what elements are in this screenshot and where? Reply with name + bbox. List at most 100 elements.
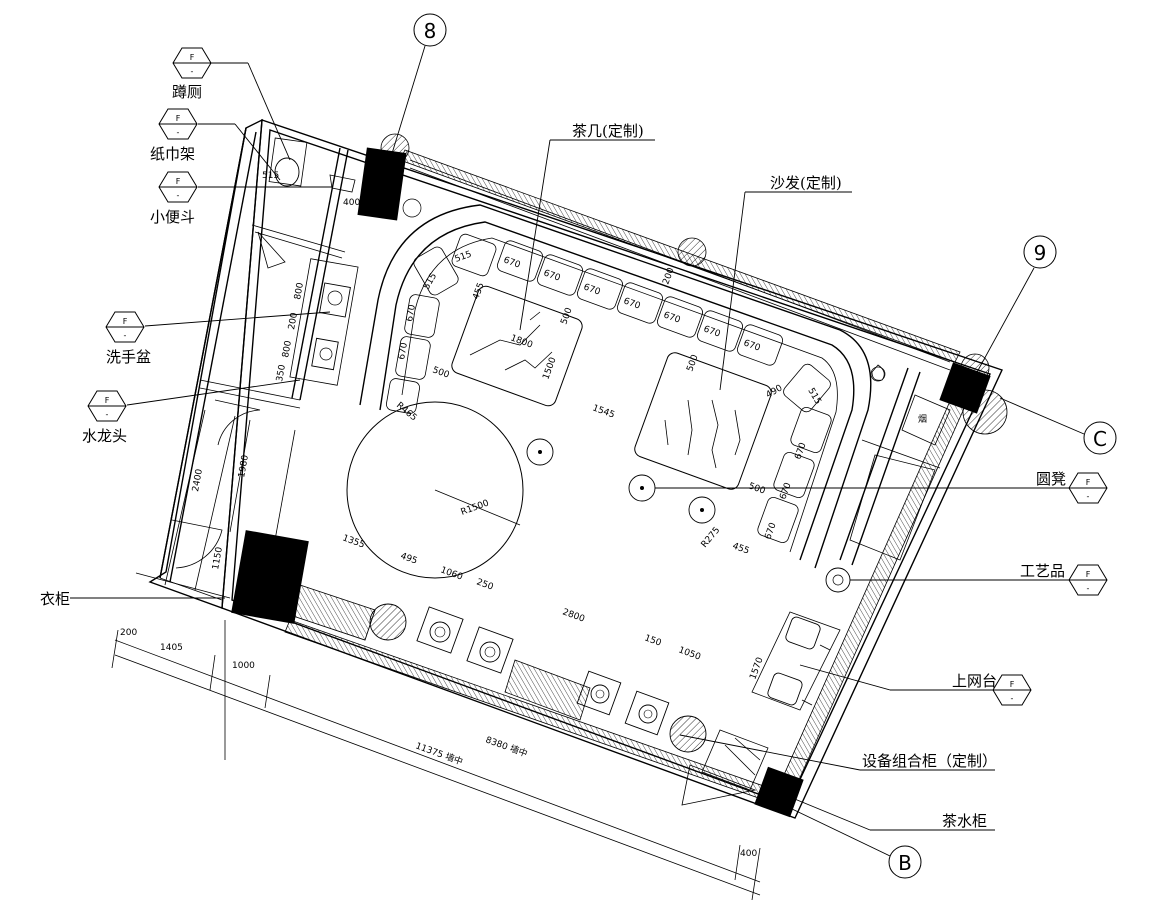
svg-text:-: - xyxy=(106,410,109,419)
svg-text:670: 670 xyxy=(502,255,522,270)
axis-8: 8 xyxy=(389,13,447,161)
bottom-dimensions xyxy=(111,620,761,900)
svg-text:495: 495 xyxy=(399,551,419,566)
svg-text:670: 670 xyxy=(397,342,410,361)
svg-text:670: 670 xyxy=(582,282,602,297)
svg-text:-: - xyxy=(191,67,194,76)
svg-text:515: 515 xyxy=(422,272,439,292)
svg-text:1060: 1060 xyxy=(439,565,464,582)
wardrobe-zone xyxy=(164,409,296,591)
restroom xyxy=(171,137,359,569)
label-towel: 纸巾架 xyxy=(150,145,195,163)
axis-b: B xyxy=(789,807,922,879)
svg-text:250: 250 xyxy=(475,577,495,592)
svg-text:1355: 1355 xyxy=(341,533,366,550)
svg-text:1000: 1000 xyxy=(232,661,255,671)
svg-text:R275: R275 xyxy=(700,526,723,550)
axis-9-label: 9 xyxy=(1034,241,1047,265)
svg-text:F: F xyxy=(105,396,110,405)
svg-text:F: F xyxy=(1086,478,1091,487)
sofa xyxy=(359,204,872,569)
bottom-wall xyxy=(284,619,776,803)
tea-table-left xyxy=(451,285,583,407)
svg-text:2400: 2400 xyxy=(191,468,205,493)
hex-tag-basin: F - xyxy=(105,311,145,343)
outer-walls xyxy=(148,118,1003,819)
labels: 蹲厕 纸巾架 小便斗 洗手盆 水龙头 衣柜 茶几(定制) 沙发(定制) 圆凳 工… xyxy=(40,83,1066,830)
svg-text:F: F xyxy=(176,114,181,123)
svg-text:1405: 1405 xyxy=(160,643,183,653)
svg-text:400: 400 xyxy=(740,849,757,859)
svg-text:1150: 1150 xyxy=(211,546,225,571)
web-table xyxy=(751,611,841,711)
svg-text:F: F xyxy=(1010,680,1015,689)
svg-text:200: 200 xyxy=(287,312,300,331)
label-stool: 圆凳 xyxy=(1036,470,1066,488)
svg-text:500: 500 xyxy=(559,306,574,326)
hex-tag-urinal: F - xyxy=(158,171,198,203)
svg-text:-: - xyxy=(177,128,180,137)
svg-text:515: 515 xyxy=(805,387,822,407)
top-window-wall xyxy=(399,149,961,371)
svg-text:1545: 1545 xyxy=(591,403,616,420)
svg-text:800: 800 xyxy=(293,282,306,301)
svg-text:R1500: R1500 xyxy=(460,498,491,517)
label-yan: 烟 xyxy=(918,413,927,425)
label-tea-cabinet: 茶水柜 xyxy=(942,812,987,830)
svg-text:800: 800 xyxy=(281,340,294,359)
svg-text:F: F xyxy=(1086,570,1091,579)
hex-tag-towel: F - xyxy=(158,108,198,140)
label-art: 工艺品 xyxy=(1020,562,1065,580)
hex-tag-tap: F - xyxy=(87,390,127,422)
svg-text:1980: 1980 xyxy=(237,454,251,479)
axis-c-label: C xyxy=(1093,427,1107,451)
svg-text:-: - xyxy=(177,191,180,200)
columns xyxy=(231,133,1008,818)
hex-tag-web: F - xyxy=(992,674,1032,706)
svg-text:F: F xyxy=(190,53,195,62)
svg-text:670: 670 xyxy=(702,324,722,339)
svg-text:-: - xyxy=(1087,584,1090,593)
svg-text:670: 670 xyxy=(622,296,642,311)
svg-text:500: 500 xyxy=(431,365,451,380)
label-tap: 水龙头 xyxy=(82,427,127,445)
tea-table-right xyxy=(634,352,772,490)
svg-text:8380 墙中: 8380 墙中 xyxy=(484,734,529,760)
plants xyxy=(402,198,886,382)
axis-b-label: B xyxy=(898,851,912,875)
hex-tag-stool: F - xyxy=(1068,472,1108,504)
svg-text:F: F xyxy=(123,317,128,326)
hex-tag-art: F - xyxy=(1068,564,1108,596)
label-sofa: 沙发(定制) xyxy=(770,174,842,192)
svg-text:F: F xyxy=(176,177,181,186)
svg-text:-: - xyxy=(1087,492,1090,501)
svg-text:670: 670 xyxy=(662,310,682,325)
label-equipment: 设备组合柜（定制） xyxy=(862,752,997,770)
label-web: 上网台 xyxy=(952,672,997,690)
svg-text:200: 200 xyxy=(120,628,137,638)
svg-text:670: 670 xyxy=(763,521,778,541)
svg-text:500: 500 xyxy=(747,481,767,496)
svg-text:455: 455 xyxy=(731,541,751,556)
svg-text:515: 515 xyxy=(262,171,279,181)
label-tea-table: 茶几(定制) xyxy=(572,122,644,140)
leaders-left xyxy=(70,62,852,599)
axis-8-label: 8 xyxy=(424,19,437,43)
hex-tag-toilet: F - xyxy=(172,47,212,79)
svg-text:455: 455 xyxy=(471,281,486,301)
svg-text:670: 670 xyxy=(778,481,793,501)
label-toilet: 蹲厕 xyxy=(172,83,202,101)
svg-text:2800: 2800 xyxy=(561,607,586,624)
svg-text:11375 墙中: 11375 墙中 xyxy=(414,740,465,768)
svg-text:515: 515 xyxy=(454,250,474,265)
axis-9: 9 xyxy=(969,235,1057,386)
round-area xyxy=(346,401,524,579)
svg-text:1050: 1050 xyxy=(677,645,702,662)
svg-text:400: 400 xyxy=(343,198,360,208)
svg-text:670: 670 xyxy=(405,304,418,323)
svg-text:500: 500 xyxy=(685,353,700,373)
svg-text:350: 350 xyxy=(275,364,288,383)
axis-c: C xyxy=(999,397,1117,455)
svg-text:670: 670 xyxy=(542,268,562,283)
